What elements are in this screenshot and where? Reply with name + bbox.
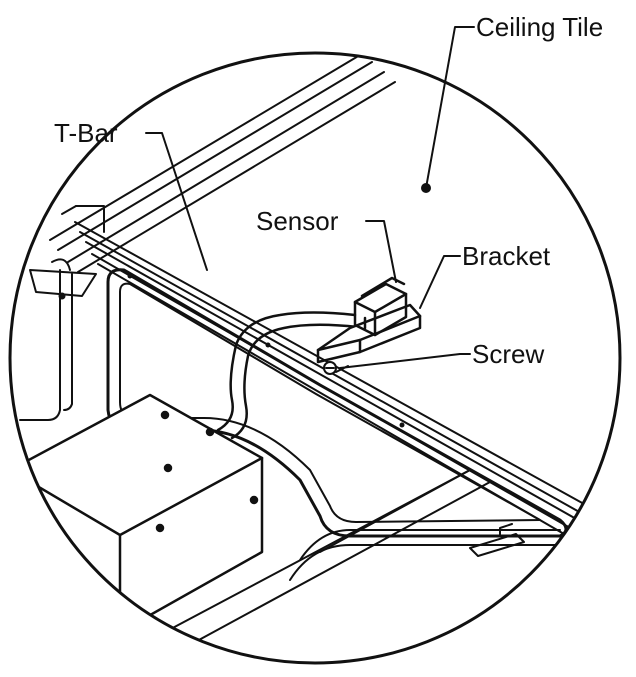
label-screw: Screw xyxy=(472,339,544,369)
label-sensor: Sensor xyxy=(256,206,339,236)
bracket-part xyxy=(316,303,422,364)
tab-right xyxy=(469,523,525,557)
label-t-bar: T-Bar xyxy=(54,118,118,148)
upper-t-bar-rail xyxy=(49,54,396,273)
label-bracket: Bracket xyxy=(462,241,551,271)
magnifier-outline xyxy=(8,51,622,665)
lower-rail xyxy=(149,469,491,661)
sensor-cable xyxy=(216,311,360,440)
sensor-part xyxy=(353,276,408,337)
callout-leaders xyxy=(145,26,475,369)
ceiling-tile-marker xyxy=(421,183,431,193)
mounting-clip xyxy=(29,258,97,300)
label-ceiling-tile: Ceiling Tile xyxy=(476,12,603,42)
